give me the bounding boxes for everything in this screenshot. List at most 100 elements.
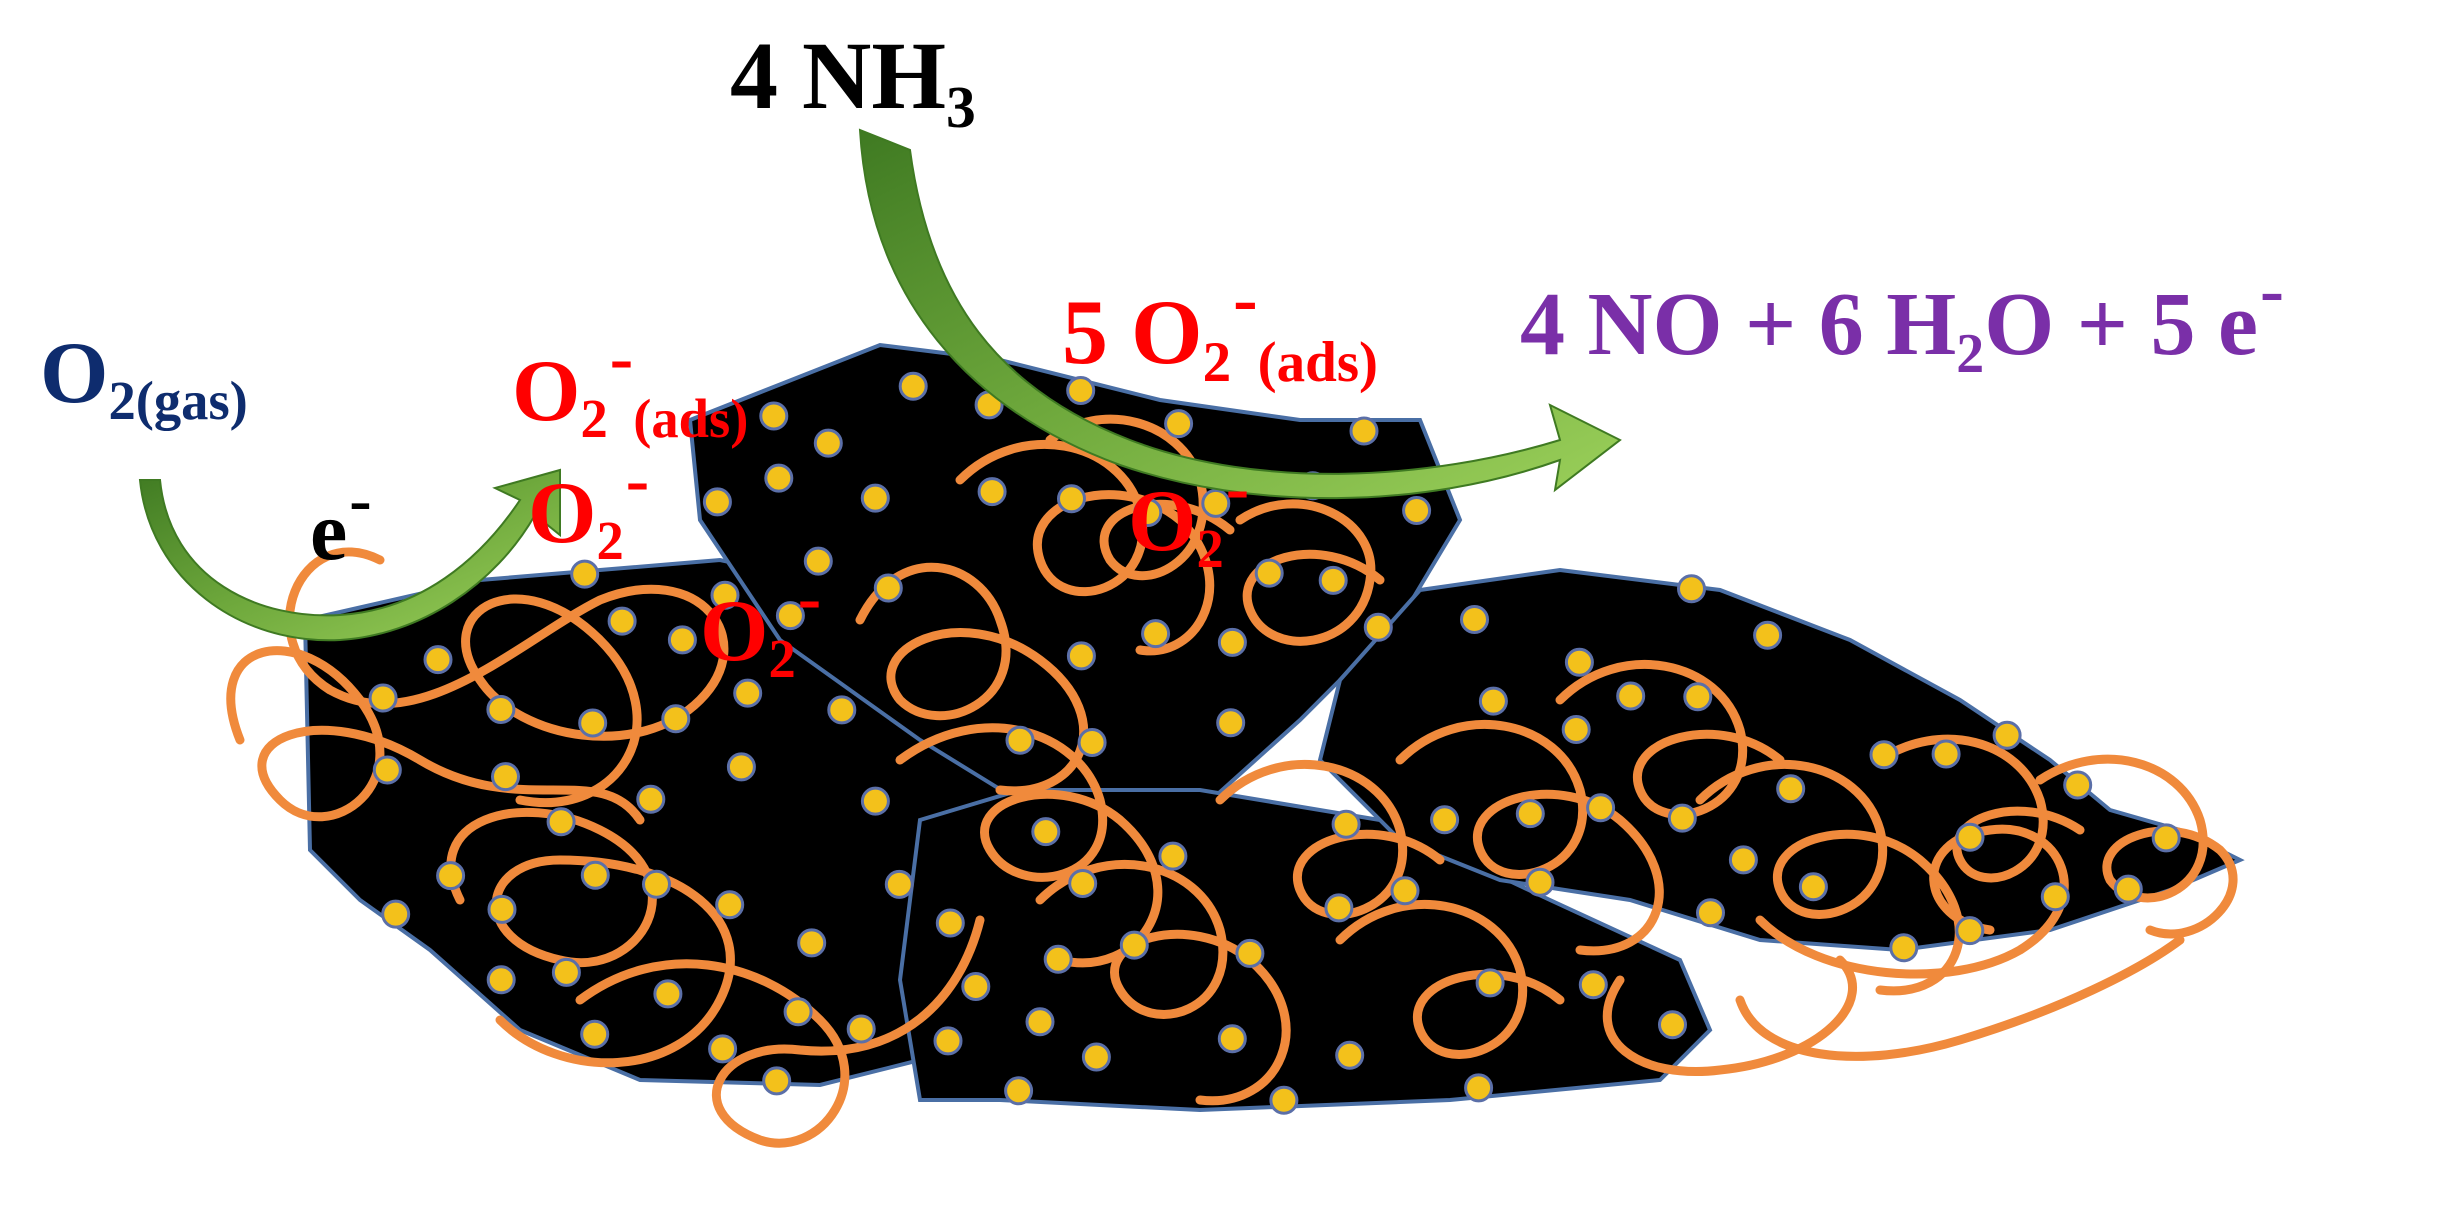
nanoparticle-dots [368, 371, 2181, 1115]
nanoparticle-dot-icon [702, 487, 732, 517]
nanoparticle-dot-icon [775, 601, 805, 631]
curved-arrow-icon [138, 468, 561, 642]
nanoparticle-dot-icon [898, 371, 928, 401]
nanoparticle-dot-icon [1324, 893, 1354, 923]
nanoparticle-dot-icon [1525, 867, 1555, 897]
nanoparticle-dot-icon [368, 683, 398, 713]
nanoparticle-dot-icon [578, 708, 608, 738]
reaction-products-label: 4 NO + 6 H2O + 5 e- [1520, 250, 2284, 385]
nanoparticle-dot-icon [642, 869, 671, 899]
nanoparticle-dot-icon [1349, 416, 1379, 446]
nanoparticle-dot-icon [1158, 841, 1188, 871]
fiber-strand-icon [1035, 859, 1291, 1106]
nanoparticle-dot-icon [1992, 720, 2022, 750]
nanoparticle-dot-icon [570, 559, 600, 589]
nanoparticle-dot-icon [1464, 1073, 1494, 1103]
nanoparticle-dot-icon [1776, 774, 1806, 804]
nanoparticle-dot-icon [436, 861, 466, 891]
nanoparticle-dot-icon [1561, 715, 1591, 744]
nanoparticle-dot-icon [710, 580, 740, 610]
nanoparticle-dot-icon [661, 704, 691, 734]
fiber-strand-icon [855, 562, 1088, 796]
fiber-strand-icon [1335, 899, 1565, 1059]
fiber-strand-icon [955, 439, 1215, 656]
nanoparticle-dot-icon [580, 860, 610, 890]
nanoparticle-dot-icon [487, 894, 517, 924]
fiber-strand-icon [1735, 935, 2185, 1061]
nanoparticle-dot-icon [1667, 803, 1697, 833]
nanoparticle-dot-icon [1955, 822, 1985, 852]
nanoparticle-dot-icon [423, 645, 453, 675]
curved-arrow-icon [858, 128, 1622, 500]
adsorbed-oxygen-label: O2-(ads) [512, 319, 749, 450]
nanoparticle-dot-icon [783, 997, 813, 1027]
adsorbed-oxygen-5-label: 5 O2-(ads) [1062, 256, 1379, 395]
nanoparticle-dot-icon [1005, 725, 1035, 755]
nanoparticle-dot-icon [1141, 619, 1171, 649]
electron-label: e- [310, 462, 372, 578]
nanoparticle-dot-icon [1658, 1010, 1687, 1040]
nanoparticle-dot-icon [1004, 1076, 1034, 1106]
nanoparticle-dot-icon [1216, 708, 1246, 738]
fiber-strand-icon [2035, 754, 2238, 939]
nanoparticle-dot-icon [1066, 641, 1096, 671]
nanoparticle-dot-icon [1025, 1007, 1055, 1037]
nanoparticle-dot-icon [1889, 933, 1919, 963]
nanoparticle-dot-icon [708, 1034, 738, 1064]
fiber-strand-icon [1235, 499, 1385, 646]
nanoparticle-dot-icon [2151, 823, 2181, 853]
nanoparticle-dot-icon [1331, 809, 1361, 839]
nanoparticle-dot-icon [1478, 686, 1508, 716]
nanoparticle-dot-icon [1043, 944, 1073, 974]
reaction-arrows [138, 128, 1622, 642]
nanoparticle-dot-icon [933, 1026, 963, 1056]
nanoparticle-dot-icon [1578, 970, 1608, 1000]
nanoparticle-dot-icon [1955, 916, 1985, 946]
nanoparticle-dot-icon [733, 678, 763, 708]
nanoparticle-dot-icon [381, 899, 411, 929]
fiber-strand-icon [1395, 719, 1664, 956]
nanoparticle-dot-icon [803, 546, 833, 576]
nanoparticle-dot-icon [1430, 805, 1460, 835]
nanoparticle-dot-icon [546, 807, 576, 837]
nanoparticle-dot-icon [1677, 574, 1706, 604]
fiber-strand-icon [1755, 824, 2069, 979]
nanoparticle-dot-icon [726, 752, 756, 782]
nanoparticle-dot-icon [1031, 817, 1061, 847]
nanoparticle-dot-icon [667, 625, 697, 655]
nanoparticle-dot-icon [873, 573, 903, 603]
superoxide-ion-label: O2- [528, 441, 650, 572]
nanoparticle-dot-icon [551, 957, 581, 987]
fiber-strand-icon [285, 547, 729, 807]
nanoparticle-dot-icon [1119, 930, 1149, 960]
nanoparticle-dot-icon [1363, 612, 1393, 642]
nanoparticle-dot-icon [1728, 845, 1758, 875]
nanoparticle-dot-icon [1235, 938, 1265, 968]
nanoparticle-dot-icon [491, 762, 520, 792]
nanoparticle-dot-icon [372, 755, 402, 785]
nanoparticle-dot-icon [1753, 620, 1783, 650]
nanoparticle-dot-icon [1217, 1024, 1247, 1054]
nanoparticle-dot-icon [1586, 793, 1616, 823]
nanoparticle-dot-icon [1164, 409, 1194, 439]
nanoparticle-dot-icon [935, 908, 965, 938]
fiber-strand-icon [1215, 759, 1445, 919]
nanoparticle-dot-icon [715, 890, 745, 920]
superoxide-ion-label: O2- [700, 559, 822, 690]
nanoparticle-dot-icon [607, 606, 637, 636]
nanoparticle-dot-icon [636, 784, 666, 814]
nanoparticle-dot-icon [1335, 1040, 1365, 1070]
nanoparticle-dot-icon [977, 477, 1007, 507]
ammonia-label: 4 NH3 [730, 22, 976, 141]
nanoparticle-dot-icon [2040, 882, 2070, 912]
nanoparticle-dot-icon [1269, 1085, 1299, 1115]
fiber-strand-icon [1875, 734, 2085, 883]
sensing-particles [302, 342, 2245, 1113]
nanoparticle-dot-icon [1402, 496, 1432, 525]
nanoparticle-dot-icon [961, 972, 991, 1001]
fiber-strand-icon [1602, 955, 1857, 1076]
nanoparticle-dot-icon [580, 1019, 610, 1049]
nanoparticle-dot-icon [1696, 898, 1725, 928]
nanoparticle-dot-icon [1460, 605, 1489, 634]
